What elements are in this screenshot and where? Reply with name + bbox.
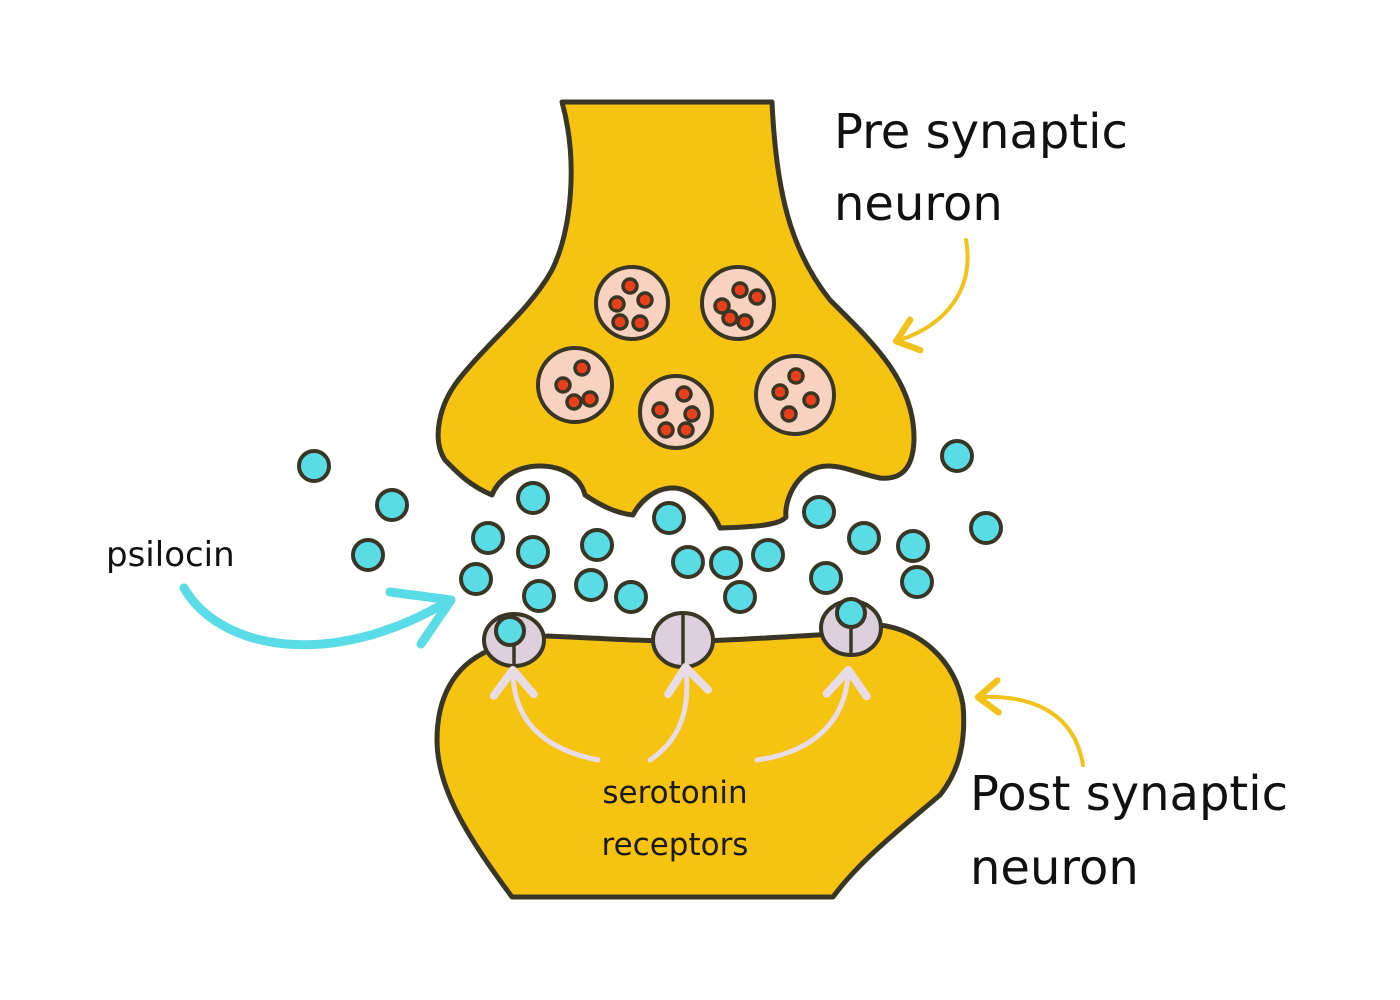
- psilocin-molecule: [516, 481, 550, 515]
- receptor: [651, 611, 715, 669]
- postsynaptic-label-line1: Post synaptic: [970, 766, 1288, 822]
- presynaptic-label-line2: neuron: [834, 176, 1003, 232]
- psilocin-molecule: [375, 488, 409, 522]
- vesicle: [536, 346, 614, 424]
- psilocin-molecule: [297, 449, 331, 483]
- psilocin-molecule: [835, 597, 867, 629]
- psilocin-molecule: [802, 495, 836, 529]
- psilocin-molecule: [671, 545, 705, 579]
- psilocin-molecule: [652, 501, 686, 535]
- psilocin-molecule: [471, 521, 505, 555]
- pre-neuron-arrow: [893, 238, 970, 354]
- receptors-label-line2: receptors: [601, 827, 749, 863]
- receptors-label-line1: serotonin: [602, 775, 748, 811]
- psilocin-molecule: [351, 538, 385, 572]
- psilocin-molecule: [522, 579, 556, 613]
- psilocin-molecules: [297, 439, 1003, 647]
- psilocin-molecule: [969, 511, 1003, 545]
- psilocin-molecule: [580, 528, 614, 562]
- vesicle: [700, 265, 776, 341]
- presynaptic-neuron: [435, 99, 917, 531]
- receptor-arrow-left: [489, 666, 601, 763]
- receptor-arrow-right: [754, 666, 871, 763]
- psilocin-molecule: [900, 565, 934, 599]
- psilocin-molecule: [940, 439, 974, 473]
- receptor-arrow-middle: [647, 663, 712, 763]
- synaptic-vesicles: [536, 265, 836, 450]
- vesicle: [638, 374, 714, 450]
- post-neuron-arrow: [974, 677, 1085, 767]
- psilocin-molecule: [459, 562, 493, 596]
- psilocin-molecule: [516, 535, 550, 569]
- psilocin-arrow: [179, 583, 456, 650]
- presynaptic-label-line1: Pre synaptic: [834, 104, 1128, 160]
- psilocin-molecule: [614, 580, 648, 614]
- vesicle: [754, 354, 836, 436]
- psilocin-molecule: [574, 568, 608, 602]
- psilocin-molecule: [896, 529, 930, 563]
- psilocin-molecule: [751, 538, 785, 572]
- postsynaptic-label-line2: neuron: [970, 840, 1139, 896]
- psilocin-molecule: [723, 580, 757, 614]
- psilocin-molecule: [494, 615, 526, 647]
- receptor-arrows: [489, 663, 871, 763]
- psilocin-label: psilocin: [106, 535, 235, 575]
- psilocin-molecule: [847, 521, 881, 555]
- psilocin-molecule: [709, 546, 743, 580]
- vesicle: [594, 265, 670, 341]
- psilocin-molecule: [809, 561, 843, 595]
